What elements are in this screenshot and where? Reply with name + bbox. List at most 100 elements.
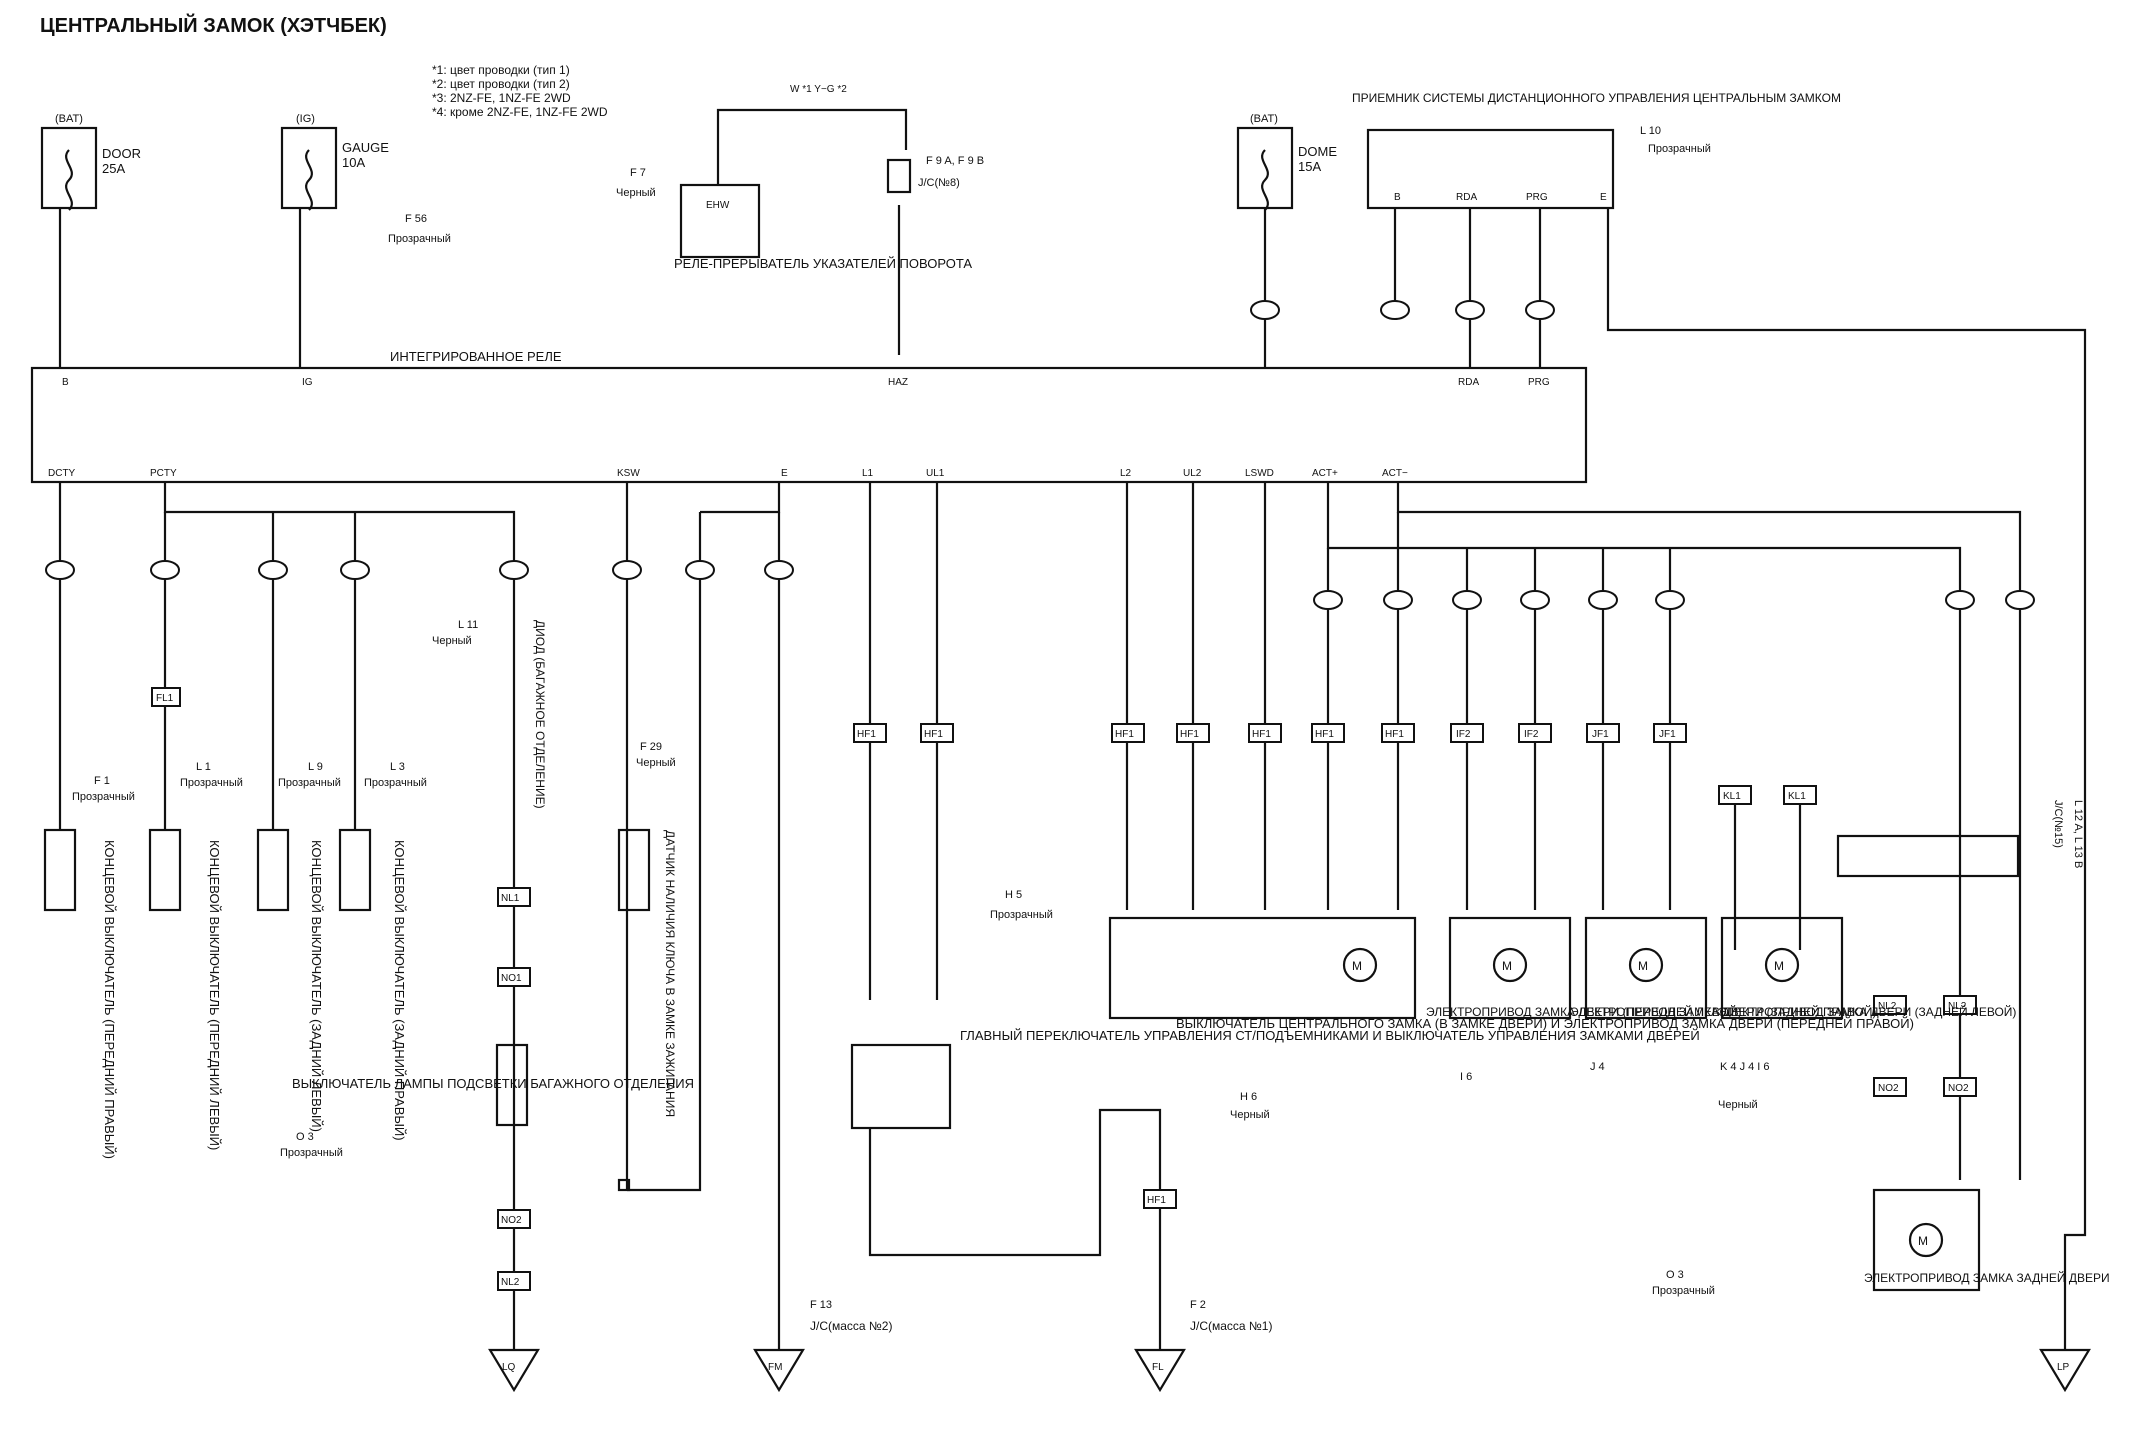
pin-rda: RDA — [1458, 377, 1479, 388]
master-switch-type: Прозрачный — [990, 909, 1053, 921]
receiver-pin-prg: PRG — [1526, 192, 1548, 203]
motor-rr: M — [1638, 959, 1648, 973]
junction-hf1-f: HF1 — [1315, 729, 1334, 740]
ground-fm: FM — [768, 1362, 782, 1373]
junction-hf1-d: HF1 — [1180, 729, 1199, 740]
note-2: *2: цвет проводки (тип 2) — [432, 77, 570, 91]
receiver-label: ПРИЕМНИК СИСТЕМЫ ДИСТАНЦИОННОГО УПРАВЛЕН… — [1352, 91, 1841, 105]
pin-act-minus: ACT− — [1382, 468, 1408, 479]
rear-left-actuator-box — [1720, 916, 1844, 1020]
junction-no1: NO1 — [501, 973, 522, 984]
pin-l2: L2 — [1120, 468, 1132, 479]
pin-lswd: LSWD — [1245, 468, 1274, 479]
back-door-actuator-box — [1872, 1188, 1981, 1292]
note-4: *4: кроме 2NZ-FE, 1NZ-FE 2WD — [432, 105, 608, 119]
gauge-fuse-source: (IG) — [296, 113, 315, 125]
jc15-box — [1836, 834, 2020, 878]
pin-pcty: PCTY — [150, 468, 177, 479]
front-right-actuator-box — [1108, 916, 1417, 1020]
receiver-box — [1366, 128, 1615, 210]
front-right-type: Черный — [1230, 1109, 1270, 1121]
receiver-pin-b: B — [1394, 192, 1401, 203]
junction-kl1-b: KL1 — [1788, 791, 1806, 802]
jc8 — [886, 158, 912, 194]
motor-rl: M — [1774, 959, 1784, 973]
door-fuse-source: (BAT) — [55, 113, 83, 125]
receiver-connector-type: Прозрачный — [1648, 143, 1711, 155]
junction-jf1-b: JF1 — [1659, 729, 1676, 740]
pin-act-plus: ACT+ — [1312, 468, 1338, 479]
master-switch-label: ГЛАВНЫЙ ПЕРЕКЛЮЧАТЕЛЬ УПРАВЛЕНИЯ СТ/ПОДЪ… — [960, 1028, 1700, 1043]
ground-lp: LP — [2057, 1362, 2070, 1373]
pin-haz: HAZ — [888, 377, 908, 388]
flasher-label: РЕЛЕ-ПРЕРЫВАТЕЛЬ УКАЗАТЕЛЕЙ ПОВОРОТА — [674, 256, 972, 271]
junction-nl1: NL1 — [501, 893, 520, 904]
key-sensor-type: Черный — [636, 757, 676, 769]
flasher-jc: J/C(№8) — [918, 177, 960, 189]
junction-hf1-e: HF1 — [1252, 729, 1271, 740]
flasher-jc-refs: F 9 A, F 9 B — [926, 155, 984, 167]
key-sensor-connector: F 29 — [640, 741, 662, 753]
diode-connector: L 11 — [458, 619, 478, 631]
jc15-label: J/C(№15) — [2052, 800, 2064, 848]
courtesy-rr-type: Прозрачный — [364, 777, 427, 789]
courtesy-switch-rl-label: КОНЦЕВОЙ ВЫКЛЮЧАТЕЛЬ (ЗАДНИЙ ЛЕВЫЙ) — [309, 840, 324, 1132]
master-switch-connector: H 5 — [1005, 889, 1022, 901]
courtesy-fr-connector: F 1 — [94, 775, 110, 787]
flasher-relay-box — [679, 183, 761, 259]
note-3: *3: 2NZ-FE, 1NZ-FE 2WD — [432, 91, 571, 105]
pin-e: E — [781, 468, 788, 479]
ground-fl-jc: J/C(масса №1) — [1190, 1319, 1272, 1333]
pin-prg: PRG — [1528, 377, 1550, 388]
ground-fm-connector: F 13 — [810, 1299, 832, 1311]
junction-nl2-a: NL2 — [1878, 1001, 1897, 1012]
motor-fr: M — [1352, 959, 1362, 973]
rear-right-actuator-box — [1584, 916, 1708, 1020]
door-fuse-name: DOOR — [102, 146, 141, 161]
front-right-connector: H 6 — [1240, 1091, 1257, 1103]
jc15-refs: L 12 A, L 13 B — [2072, 800, 2084, 868]
courtesy-switch-fr-label: КОНЦЕВОЙ ВЫКЛЮЧАТЕЛЬ (ПЕРЕДНИЙ ПРАВЫЙ) — [102, 840, 117, 1159]
luggage-switch-label: ВЫКЛЮЧАТЕЛЬ ЛАМПЫ ПОДСВЕТКИ БАГАЖНОГО ОТ… — [292, 1076, 694, 1091]
ground-fl-connector: F 2 — [1190, 1299, 1206, 1311]
front-left-actuator-box — [1448, 916, 1572, 1020]
actuator-rr-connector: J 4 — [1590, 1061, 1605, 1073]
courtesy-switch-rr-label: КОНЦЕВОЙ ВЫКЛЮЧАТЕЛЬ (ЗАДНИЙ ПРАВЫЙ) — [392, 840, 407, 1141]
junction-jf1-a: JF1 — [1592, 729, 1609, 740]
junction-hf1-a: HF1 — [857, 729, 876, 740]
junction-no2-b: NO2 — [1948, 1083, 1969, 1094]
flasher-wire: W *1 Y−G *2 — [790, 84, 847, 95]
junction-nl2: NL2 — [501, 1277, 520, 1288]
motor-fl: M — [1502, 959, 1512, 973]
receiver-pin-e: E — [1600, 192, 1607, 203]
junction-if2-b: IF2 — [1524, 729, 1539, 740]
pin-ul1: UL1 — [926, 468, 945, 479]
actuator-back-type: Прозрачный — [1652, 1285, 1715, 1297]
ground-fl: FL — [1152, 1362, 1164, 1373]
junction-no2-a: NO2 — [1878, 1083, 1899, 1094]
actuator-back-label: ЭЛЕКТРОПРИВОД ЗАМКА ЗАДНЕЙ ДВЕРИ — [1864, 1270, 2110, 1285]
integrated-relay-connector: F 56 — [405, 213, 427, 225]
ground-lq: LQ — [502, 1362, 516, 1373]
pin-ksw: KSW — [617, 468, 640, 479]
motor-back: M — [1918, 1234, 1928, 1248]
flasher-connector-type: Черный — [616, 187, 656, 199]
courtesy-fl-type: Прозрачный — [180, 777, 243, 789]
actuator-rl-connector: K 4 J 4 I 6 — [1720, 1061, 1770, 1073]
courtesy-rr-connector: L 3 — [390, 761, 405, 773]
junction-kl1-a: KL1 — [1723, 791, 1741, 802]
actuator-rl-type: Черный — [1718, 1099, 1758, 1111]
door-fuse-rating: 25A — [102, 161, 125, 176]
flasher-pin: EHW — [706, 200, 730, 211]
dome-fuse-rating: 15A — [1298, 159, 1321, 174]
courtesy-switch-fl-label: КОНЦЕВОЙ ВЫКЛЮЧАТЕЛЬ (ПЕРЕДНИЙ ЛЕВЫЙ) — [207, 840, 222, 1150]
receiver-connector: L 10 — [1640, 125, 1661, 137]
note-1: *1: цвет проводки (тип 1) — [432, 63, 570, 77]
junction-hf1-b: HF1 — [924, 729, 943, 740]
diode-label: ДИОД (БАГАЖНОЕ ОТДЕЛЕНИЕ) — [533, 620, 547, 809]
junction-fl1: FL1 — [156, 693, 174, 704]
gauge-fuse-rating: 10A — [342, 155, 365, 170]
integrated-relay-connector-type: Прозрачный — [388, 233, 451, 245]
junction-hf1-c: HF1 — [1115, 729, 1134, 740]
